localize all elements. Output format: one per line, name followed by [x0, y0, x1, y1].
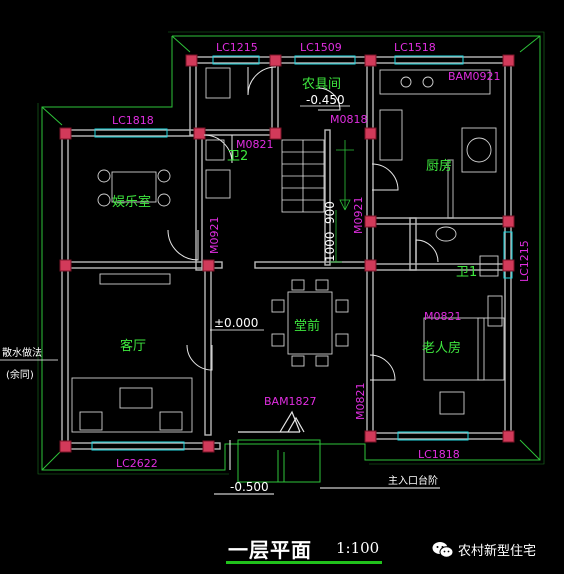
- level-storage: -0.450: [306, 93, 345, 107]
- room-kitchen: 厨房: [426, 158, 452, 174]
- door-swings: [167, 66, 439, 381]
- door-m0821-living: M0821: [354, 383, 367, 421]
- window-lc1215-right: LC1215: [518, 240, 531, 282]
- room-hall: 堂前: [294, 318, 320, 334]
- dimension-1000: 1000: [323, 231, 337, 262]
- window-lc1215-top: LC1215: [216, 41, 258, 54]
- sliding-door-bam1827: [238, 410, 305, 433]
- room-entertainment: 娱乐室: [112, 194, 151, 210]
- door-labels: BAM0921 M0821 M0818 M0921 M0921 M0821 M0…: [208, 70, 501, 420]
- window-lc1818-bottom: LC1818: [418, 448, 460, 461]
- room-storage: 农具间: [302, 77, 341, 92]
- staircase: [281, 139, 354, 213]
- title-underline: [226, 561, 382, 564]
- room-labels: 农具间 厨房 卫2 卫1 娱乐室 客厅 堂前 老人房: [112, 77, 477, 356]
- door-m0921-left: M0921: [208, 217, 221, 255]
- room-wc2: 卫2: [227, 149, 248, 164]
- source-name: 农村新型住宅: [458, 544, 537, 559]
- dimension-lines: [330, 210, 342, 263]
- wechat-icon: [432, 541, 454, 558]
- room-wc1: 卫1: [456, 265, 477, 280]
- door-m0821-wc2: M0821: [236, 138, 274, 151]
- source-watermark: 农村新型住宅: [432, 540, 536, 559]
- door-bam1827: BAM1827: [264, 395, 317, 408]
- columns: [59, 54, 515, 453]
- entrance-steps: [214, 439, 440, 495]
- level-mark-lines: [210, 105, 350, 495]
- drainage-outline-outer: [37, 31, 545, 475]
- furniture: [71, 67, 505, 433]
- dimension-900: 900: [323, 201, 337, 224]
- level-marks: -0.450 ±0.000 -0.500: [214, 93, 345, 494]
- dimension-text: 1000 900: [323, 201, 337, 262]
- door-m0921-mid: M0921: [352, 197, 365, 235]
- drawing-title: 一层平面: [228, 538, 312, 562]
- window-lc2622: LC2622: [116, 457, 158, 470]
- room-living: 客厅: [120, 338, 146, 354]
- window-labels: LC1215 LC1509 LC1518 LC1818 LC1215 LC262…: [112, 41, 531, 470]
- level-hall: ±0.000: [214, 316, 258, 330]
- note-drainage-line1: 散水做法: [2, 346, 42, 359]
- level-outside: -0.500: [230, 480, 269, 494]
- window-lc1818-left: LC1818: [112, 114, 154, 127]
- room-elder-bedroom: 老人房: [422, 340, 461, 356]
- notes: 散水做法 (余同) 主入口台阶: [2, 346, 438, 487]
- note-drainage-line2: (余同): [6, 368, 34, 381]
- door-bam0921: BAM0921: [448, 70, 501, 83]
- drainage-outline: [41, 35, 541, 471]
- window-lc1518: LC1518: [394, 41, 436, 54]
- door-m0821-bed: M0821: [424, 310, 462, 323]
- drawing-scale: 1:100: [336, 539, 380, 557]
- note-entrance-steps: 主入口台阶: [388, 474, 438, 487]
- window-lc1509: LC1509: [300, 41, 342, 54]
- windows: [91, 55, 513, 451]
- door-m0818: M0818: [330, 113, 368, 126]
